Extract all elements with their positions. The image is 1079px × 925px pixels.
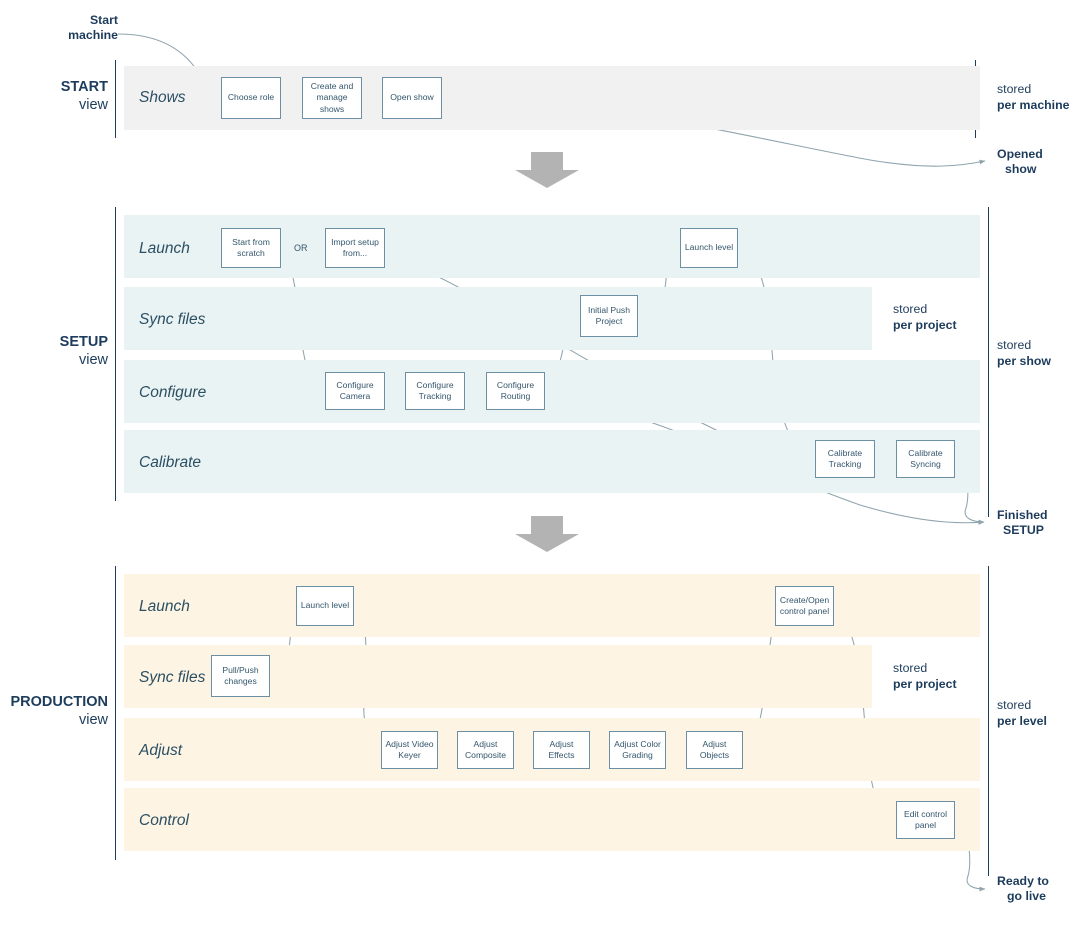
- section-transition-arrow-2: [515, 516, 579, 552]
- storage-note-setup-per-show-line1: stored: [997, 338, 1032, 352]
- node-adjust-video-keyer[interactable]: Adjust Video Keyer: [381, 731, 438, 769]
- bracket-production-right-project: [988, 566, 989, 704]
- row-title-production-syncfiles: Sync files: [139, 669, 206, 686]
- bracket-production-right-level: [988, 704, 989, 876]
- endpoint-opened-show-line1: Opened: [997, 147, 1043, 161]
- storage-note-production-per-level-line2: per level: [997, 713, 1047, 728]
- connector-label-or: OR: [294, 243, 308, 253]
- storage-note-setup-per-project-line2: per project: [893, 317, 957, 332]
- node-configure-camera[interactable]: Configure Camera: [325, 372, 385, 410]
- storage-note-setup-per-project: stored per project: [893, 302, 957, 334]
- endpoint-ready-to-go-live: Ready to go live: [997, 874, 1049, 905]
- section-label-start-light: view: [78, 96, 108, 113]
- row-title-setup-configure: Configure: [139, 384, 207, 401]
- section-label-production: PRODUCTION view: [0, 694, 108, 729]
- endpoint-ready-to-go-live-line2: go live: [1007, 889, 1046, 904]
- section-label-start-strong: START: [60, 79, 108, 95]
- band-production-control: [124, 788, 980, 851]
- storage-note-setup-per-show: stored per show: [997, 338, 1051, 370]
- row-title-setup-syncfiles: Sync files: [139, 311, 206, 328]
- node-edit-control-panel[interactable]: Edit control panel: [896, 801, 955, 839]
- section-label-production-strong: PRODUCTION: [10, 694, 108, 710]
- band-setup-configure: [124, 360, 980, 423]
- endpoint-start-machine-line2: machine: [68, 28, 118, 43]
- endpoint-opened-show: Opened show: [997, 147, 1043, 178]
- node-create-manage-shows[interactable]: Create and manage shows: [302, 77, 362, 119]
- node-initial-push-project[interactable]: Initial Push Project: [580, 295, 638, 337]
- node-start-from-scratch[interactable]: Start from scratch: [221, 228, 281, 268]
- node-create-open-control-panel[interactable]: Create/Open control panel: [775, 586, 834, 626]
- bracket-setup-right-project: [988, 207, 989, 345]
- storage-note-production-per-project: stored per project: [893, 661, 957, 693]
- section-label-start: START view: [0, 79, 108, 114]
- node-import-setup-from[interactable]: Import setup from...: [325, 228, 385, 268]
- node-configure-tracking[interactable]: Configure Tracking: [405, 372, 465, 410]
- node-adjust-color-grading[interactable]: Adjust Color Grading: [609, 731, 666, 769]
- storage-note-per-machine-line2: per machine: [997, 97, 1070, 112]
- bracket-setup-right-show: [988, 345, 989, 517]
- endpoint-finished-setup: Finished SETUP: [997, 508, 1048, 539]
- band-setup-syncfiles: [124, 287, 872, 350]
- row-title-shows: Shows: [139, 89, 186, 106]
- bracket-setup-left: [115, 207, 116, 501]
- section-label-setup-strong: SETUP: [59, 334, 108, 350]
- row-title-production-control: Control: [139, 812, 189, 829]
- node-production-launch-level[interactable]: Launch level: [296, 586, 354, 626]
- node-adjust-objects[interactable]: Adjust Objects: [686, 731, 743, 769]
- endpoint-start-machine: Start machine: [0, 13, 118, 44]
- node-pull-push-changes[interactable]: Pull/Push changes: [211, 655, 270, 697]
- storage-note-production-per-level-line1: stored: [997, 698, 1032, 712]
- row-title-production-launch: Launch: [139, 598, 190, 615]
- endpoint-ready-to-go-live-line1: Ready to: [997, 874, 1049, 888]
- row-title-setup-calibrate: Calibrate: [139, 454, 202, 471]
- node-configure-routing[interactable]: Configure Routing: [486, 372, 545, 410]
- section-label-production-light: view: [78, 711, 108, 728]
- storage-note-production-per-level: stored per level: [997, 698, 1047, 730]
- storage-note-production-per-project-line2: per project: [893, 676, 957, 691]
- storage-note-production-per-project-line1: stored: [893, 661, 928, 675]
- storage-note-setup-per-project-line1: stored: [893, 302, 928, 316]
- node-adjust-effects[interactable]: Adjust Effects: [533, 731, 590, 769]
- band-production-launch: [124, 574, 980, 637]
- storage-note-setup-per-show-line2: per show: [997, 353, 1051, 368]
- node-choose-role[interactable]: Choose role: [221, 77, 281, 119]
- row-title-setup-launch: Launch: [139, 240, 190, 257]
- node-calibrate-syncing[interactable]: Calibrate Syncing: [896, 440, 955, 478]
- row-title-production-adjust: Adjust: [139, 742, 183, 759]
- node-setup-launch-level[interactable]: Launch level: [680, 228, 738, 268]
- section-label-setup: SETUP view: [0, 334, 108, 369]
- endpoint-opened-show-line2: show: [1005, 162, 1037, 177]
- bracket-start-left: [115, 60, 116, 138]
- node-adjust-composite[interactable]: Adjust Composite: [457, 731, 514, 769]
- storage-note-per-machine: stored per machine: [997, 82, 1069, 114]
- bracket-production-left: [115, 566, 116, 860]
- section-label-setup-light: view: [78, 351, 108, 368]
- node-calibrate-tracking[interactable]: Calibrate Tracking: [815, 440, 875, 478]
- section-transition-arrow-1: [515, 152, 579, 188]
- node-open-show[interactable]: Open show: [382, 77, 442, 119]
- endpoint-finished-setup-line2: SETUP: [1003, 523, 1044, 538]
- storage-note-per-machine-line1: stored: [997, 82, 1032, 96]
- endpoint-finished-setup-line1: Finished: [997, 508, 1048, 522]
- endpoint-start-machine-line1: Start: [89, 13, 118, 27]
- wire-launchlevel-calibratetracking: [737, 249, 813, 460]
